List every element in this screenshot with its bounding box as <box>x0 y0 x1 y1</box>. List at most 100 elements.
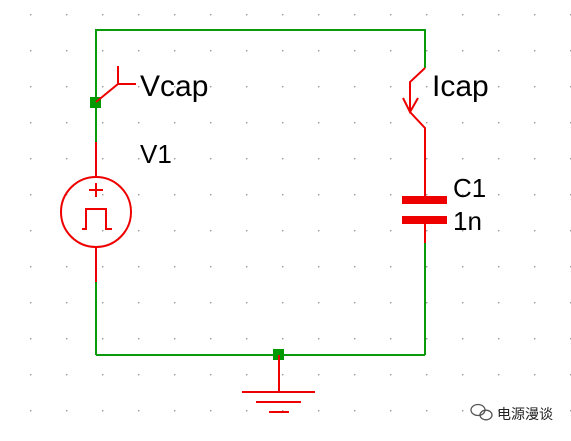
grid-dot <box>210 158 212 160</box>
grid-dot <box>210 194 212 196</box>
grid-dot <box>354 266 356 268</box>
grid-dot <box>210 302 212 304</box>
grid-dot <box>390 86 392 88</box>
grid-dot <box>138 266 140 268</box>
grid-dot <box>138 230 140 232</box>
grid-dot <box>354 122 356 124</box>
grid-dot <box>174 266 176 268</box>
grid-dot <box>318 194 320 196</box>
grid-dot <box>462 374 464 376</box>
grid-dot <box>210 50 212 52</box>
grid-dot <box>390 14 392 16</box>
grid-dot <box>354 86 356 88</box>
grid-dot <box>30 158 32 160</box>
grid-dot <box>534 338 536 340</box>
grid-dot <box>426 230 428 232</box>
grid-dot <box>102 50 104 52</box>
grid-dot <box>498 230 500 232</box>
node-ground[interactable] <box>273 349 284 360</box>
grid-dot <box>354 158 356 160</box>
grid-dot <box>462 158 464 160</box>
grid-dot <box>246 230 248 232</box>
grid-dot <box>138 374 140 376</box>
grid-dot <box>246 194 248 196</box>
grid-dot <box>354 338 356 340</box>
grid-dot <box>30 338 32 340</box>
grid-dot <box>246 374 248 376</box>
grid-dot <box>210 122 212 124</box>
source-refdes-label: V1 <box>140 139 172 169</box>
grid-dot <box>354 410 356 412</box>
grid-dot <box>426 14 428 16</box>
grid-dot <box>534 50 536 52</box>
grid-dot <box>282 14 284 16</box>
grid-dot <box>174 338 176 340</box>
grid-dot <box>534 14 536 16</box>
grid-dot <box>30 50 32 52</box>
grid-dot <box>462 50 464 52</box>
grid-dot <box>354 50 356 52</box>
grid-dot <box>246 266 248 268</box>
grid-dot <box>174 14 176 16</box>
grid-dot <box>66 14 68 16</box>
node-vcap[interactable] <box>90 97 101 108</box>
capacitor-refdes-label: C1 <box>453 173 486 203</box>
grid-dot <box>462 86 464 88</box>
grid-dot <box>282 230 284 232</box>
grid-dot <box>30 410 32 412</box>
grid-dot <box>210 230 212 232</box>
grid-dot <box>318 302 320 304</box>
grid-dot <box>210 266 212 268</box>
grid-dot <box>318 374 320 376</box>
grid-dot <box>246 86 248 88</box>
ground-icon[interactable] <box>242 355 315 413</box>
grid-dot <box>102 14 104 16</box>
grid-dot <box>30 86 32 88</box>
grid-dot <box>246 122 248 124</box>
grid-dot <box>498 194 500 196</box>
grid-dot <box>426 410 428 412</box>
grid-dot <box>354 14 356 16</box>
current-probe-icon[interactable] <box>402 67 426 142</box>
capacitor-icon[interactable] <box>402 142 447 243</box>
grid-dot <box>138 14 140 16</box>
grid-dot <box>426 374 428 376</box>
grid-dot <box>210 338 212 340</box>
grid-dot <box>318 230 320 232</box>
grid-dot <box>390 410 392 412</box>
grid-dot <box>30 266 32 268</box>
grid-dot <box>498 374 500 376</box>
wechat-icon <box>470 403 493 421</box>
grid-dot <box>66 50 68 52</box>
grid-dot <box>390 302 392 304</box>
grid-dot <box>246 410 248 412</box>
voltage-probe-icon[interactable] <box>95 66 136 103</box>
grid-dot <box>138 194 140 196</box>
grid-dot <box>426 122 428 124</box>
current-probe-label: Icap <box>432 70 489 103</box>
grid-dot <box>210 410 212 412</box>
grid-dot <box>534 410 536 412</box>
pulse-voltage-source-icon[interactable] <box>60 142 132 282</box>
grid-dot <box>390 122 392 124</box>
grid-dot <box>30 122 32 124</box>
grid-dot <box>138 86 140 88</box>
grid-dot <box>138 410 140 412</box>
grid-dot <box>318 86 320 88</box>
grid-dot <box>318 50 320 52</box>
capacitor-value-label: 1n <box>453 206 482 236</box>
grid-dot <box>354 374 356 376</box>
grid-dot <box>102 122 104 124</box>
grid-dot <box>462 14 464 16</box>
grid-dot <box>462 122 464 124</box>
grid-dot <box>66 266 68 268</box>
grid-dot <box>318 410 320 412</box>
grid-dot <box>534 158 536 160</box>
grid-dot <box>390 194 392 196</box>
grid-dot <box>102 338 104 340</box>
grid-dot <box>66 122 68 124</box>
grid-dot <box>210 86 212 88</box>
grid-dot <box>174 158 176 160</box>
voltage-probe-label: Vcap <box>140 70 208 103</box>
